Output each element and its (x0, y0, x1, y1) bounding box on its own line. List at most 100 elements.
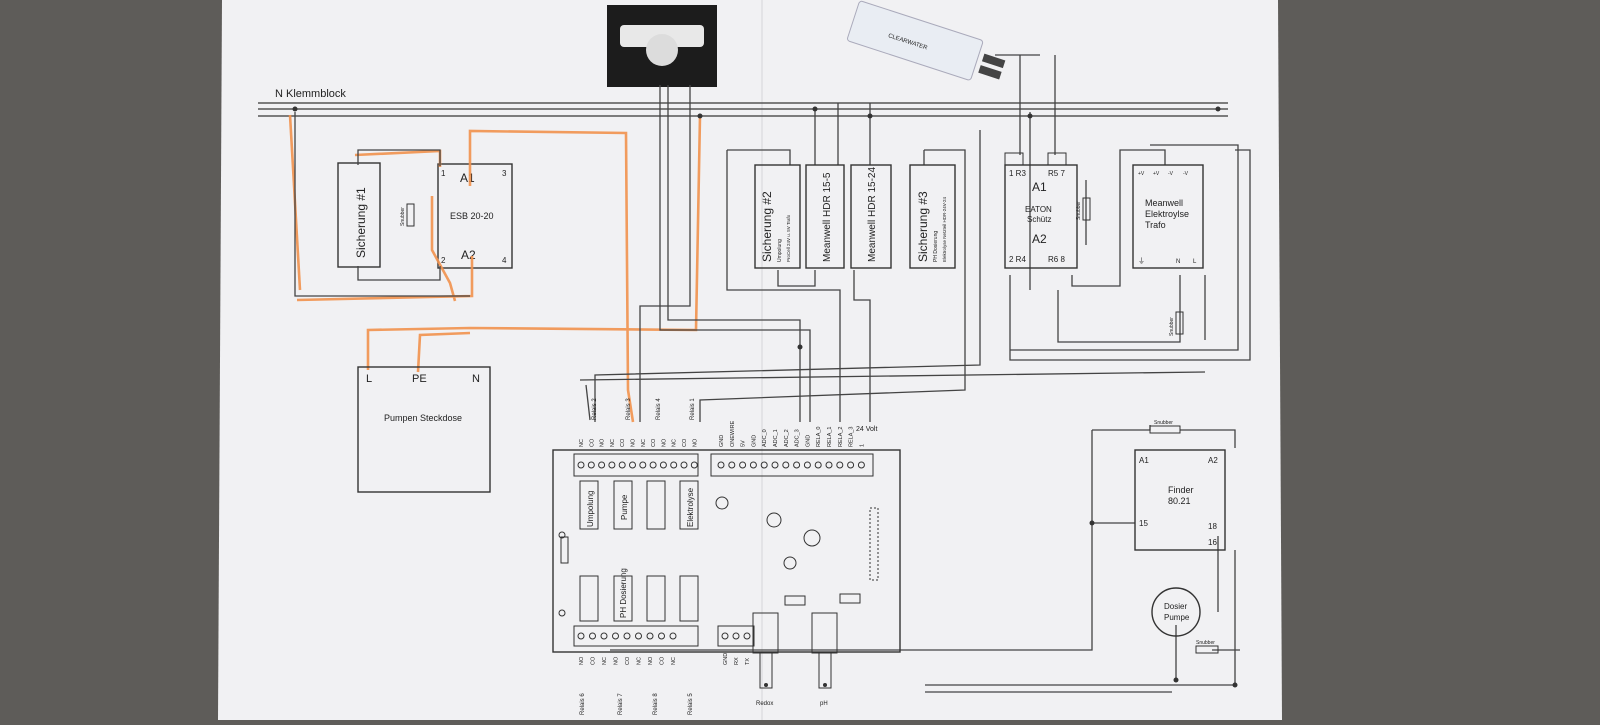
socket-pe: PE (412, 373, 427, 385)
top-left-screw-icon (608, 461, 616, 469)
bottom-right-screw-icon (732, 632, 740, 640)
top-right-pin-label: RELA_2 (838, 427, 844, 448)
top-right-screw-icon (803, 461, 811, 469)
esb-box (437, 163, 513, 269)
finder-box (1134, 449, 1226, 551)
trafo-pin-4: -V (1183, 171, 1189, 177)
top-left-pin-label: CO (589, 438, 595, 447)
finder-snubber-top (1149, 425, 1181, 434)
bottom-pin-label: NC (671, 657, 677, 665)
bottom-pin-label: NO (648, 656, 654, 665)
psu-hdr5-box (805, 164, 845, 269)
bottom-screw-icon (623, 632, 631, 640)
top-right-screw-icon (847, 461, 855, 469)
finder-p16: 16 (1208, 538, 1217, 547)
contactor-a1: A1 (1032, 180, 1047, 194)
relay-box-7 (646, 575, 666, 622)
trafo-snubber (1175, 311, 1184, 335)
probe-redox-label: Redox (756, 701, 773, 707)
top-right-pin-label: ONEWIRE (730, 420, 736, 447)
bottom-pin-label: CO (591, 656, 597, 665)
pump-line1: Dosier (1164, 602, 1187, 611)
finder-snubber-bottom (1195, 645, 1219, 654)
trafo-box (1132, 164, 1204, 269)
esb-a2: A2 (461, 248, 476, 262)
top-left-pin-label: NO (600, 438, 606, 447)
socket-title: Pumpen Steckdose (384, 413, 462, 423)
finder-a1: A1 (1139, 456, 1149, 465)
top-right-pin-label: 5V (741, 440, 747, 447)
top-right-pin-label: RELA_1 (827, 427, 833, 448)
board-volt-label: 24 Volt (856, 426, 877, 433)
paper-sheet (218, 0, 1282, 720)
top-left-screw-icon (639, 461, 647, 469)
contactor-pin-br: R6 8 (1048, 255, 1065, 264)
contactor-line2: Schütz (1027, 215, 1051, 224)
contactor-pin-tr: R5 7 (1048, 169, 1065, 178)
inductor-icon (803, 529, 821, 547)
fuse-3-box (909, 164, 956, 269)
bottom-pin-label: CO (660, 656, 666, 665)
trafo-pin-2: +V (1153, 171, 1160, 177)
finder-snubber-bottom-label: Snubber (1196, 640, 1215, 646)
bottom-screw-icon (646, 632, 654, 640)
top-left-pin-label: NC (641, 439, 647, 447)
finder-a2: A2 (1208, 456, 1218, 465)
top-right-pin-label: RELA_0 (816, 427, 822, 448)
socket-box (357, 366, 491, 493)
relay-box-8 (679, 575, 699, 622)
top-right-screw-icon (739, 461, 747, 469)
board-terminal-top-right (710, 453, 874, 477)
top-left-screw-icon (629, 461, 636, 469)
bottom-right-screw-icon (721, 632, 729, 640)
relay-bottom-label-3: Relais 8 (653, 693, 659, 715)
fuse-3-sub2: Elektrolyse Netzteil HDR-24V-24 (942, 196, 947, 262)
trafo-line2: Elektroylse (1145, 209, 1189, 219)
finder-line1: Finder (1168, 485, 1194, 495)
top-right-screw-icon (782, 461, 790, 469)
bottom-right-pin-label: RX (734, 657, 740, 665)
bottom-screw-icon (577, 632, 585, 640)
psu-hdr24-box (850, 164, 892, 269)
bottom-right-pin-label: TX (745, 658, 751, 665)
junction-dots (292, 106, 1238, 688)
top-left-screw-icon (618, 461, 626, 469)
top-left-pin-label: NO (692, 438, 698, 447)
fuse-2-sub2: ProCell 24V u. 5V Trafo (786, 214, 791, 262)
dosing-pump-icon (1151, 587, 1201, 637)
top-right-screw-icon (771, 461, 779, 469)
top-left-pin-label: NC (610, 439, 616, 447)
bottom-screw-icon (600, 632, 608, 640)
socket-l: L (366, 373, 372, 385)
relay-box-6 (613, 575, 633, 622)
relay-box-3 (646, 480, 666, 530)
redox-probe-body (759, 652, 773, 689)
bottom-screw-icon (658, 632, 665, 640)
finder-p18: 18 (1208, 522, 1217, 531)
relay-box-1 (579, 480, 599, 530)
bottom-pin-label: NC (602, 657, 608, 665)
contactor-snubber (1082, 197, 1091, 221)
top-left-screw-icon (587, 461, 595, 469)
header-pins-icon (869, 507, 879, 581)
board-outline (552, 449, 901, 653)
bottom-pin-label: NO (579, 656, 585, 665)
top-right-pin-label: ADC_1 (773, 429, 779, 447)
trafo-snubber-label: Snubber (1169, 317, 1175, 336)
highlight-wires (288, 114, 702, 423)
capacitor-2-icon (783, 556, 797, 570)
board-terminal-bottom-left (573, 625, 699, 647)
esb-snubber (406, 203, 415, 227)
esb-pin-3: 3 (502, 169, 507, 178)
top-right-pin-label: ADC_3 (795, 429, 801, 447)
flow-sensor-icon (646, 34, 678, 66)
esb-pin-1: 1 (441, 169, 446, 178)
bottom-screw-icon (635, 632, 642, 640)
psu-hdr5-label: Meanwell HDR 15-5 (822, 172, 833, 262)
relay-name-1: Umpolung (586, 491, 595, 527)
esb-a1: A1 (460, 171, 475, 185)
top-right-pin-label: ADC_0 (762, 429, 768, 447)
bottom-right-pin-label: GND (723, 653, 729, 665)
